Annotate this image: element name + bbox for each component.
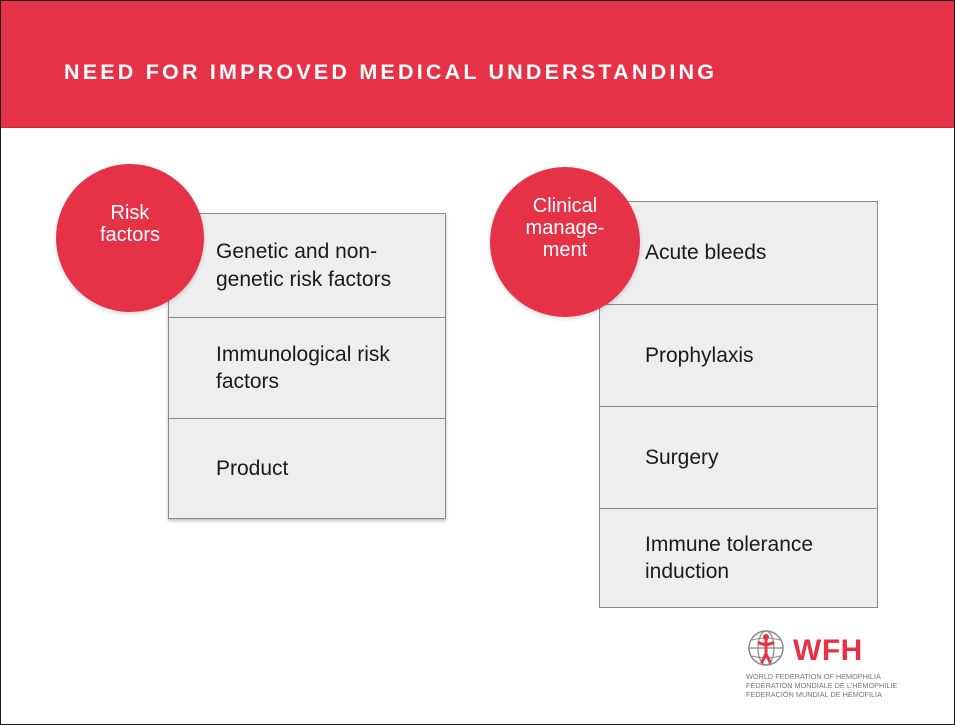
badge-text: manage- bbox=[525, 217, 605, 239]
clinical-item-prophylaxis: Prophylaxis bbox=[599, 304, 878, 407]
title-banner: NEED FOR IMPROVED MEDICAL UNDERSTANDING bbox=[1, 1, 954, 128]
risk-factor-label: Genetic and non-genetic risk factors bbox=[216, 240, 392, 291]
clinical-label: Prophylaxis bbox=[645, 343, 754, 367]
risk-factors-badge: Risk factors bbox=[56, 164, 204, 312]
clinical-label: Surgery bbox=[645, 445, 719, 469]
page-title: NEED FOR IMPROVED MEDICAL UNDERSTANDING bbox=[64, 60, 718, 84]
badge-text: Risk bbox=[110, 202, 150, 224]
globe-figure-icon bbox=[748, 630, 784, 666]
risk-factor-label: Immunological risk factors bbox=[216, 342, 390, 393]
clinical-label: Acute bleeds bbox=[645, 241, 767, 265]
wfh-logo: WFH WORLD FEDERATION OF HEMOPHILIA FÉDÉR… bbox=[746, 624, 936, 699]
risk-factor-item-product: Product bbox=[168, 418, 446, 519]
risk-factor-label: Product bbox=[216, 456, 289, 480]
clinical-label: Immune tolerance induction bbox=[645, 532, 814, 583]
risk-factor-item-genetic: Genetic and non-genetic risk factors bbox=[168, 213, 446, 318]
clinical-management-badge: Clinical manage- ment bbox=[490, 167, 640, 317]
badge-text: factors bbox=[99, 224, 161, 246]
logo-tagline-es: FEDERACIÓN MUNDIAL DE HEMOFILIA bbox=[746, 690, 882, 699]
risk-factor-item-immunological: Immunological risk factors bbox=[168, 317, 446, 419]
logo-tagline-fr: FÉDÉRATION MONDIALE DE L'HÉMOPHILIE bbox=[746, 681, 898, 690]
badge-text: ment bbox=[542, 239, 588, 261]
badge-text: Clinical bbox=[532, 195, 598, 217]
clinical-item-immune-tolerance: Immune tolerance induction bbox=[599, 508, 878, 608]
logo-wordmark: WFH bbox=[793, 634, 863, 667]
clinical-item-surgery: Surgery bbox=[599, 406, 878, 509]
logo-tagline-en: WORLD FEDERATION OF HEMOPHILIA bbox=[746, 672, 881, 681]
clinical-item-acute-bleeds: Acute bleeds bbox=[599, 201, 878, 305]
